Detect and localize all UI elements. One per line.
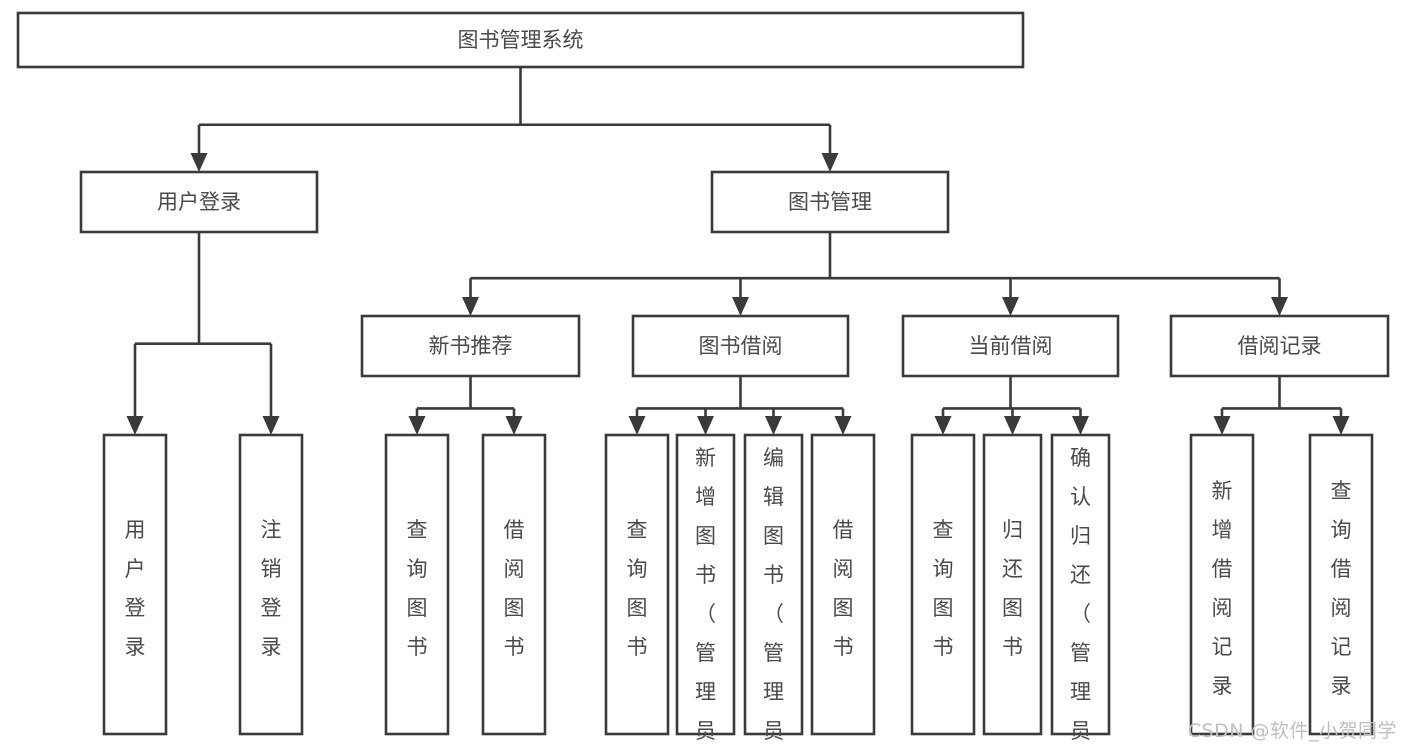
arrow-head-icon — [190, 153, 208, 172]
node-leaf-query-book-borrow[interactable]: 查询图书 — [604, 433, 670, 736]
nodes-layer: 图书管理系统用户登录图书管理新书推荐图书借阅当前借阅借阅记录用户登录注销登录查询… — [16, 11, 1390, 747]
node-leaf-return-book[interactable]: 归还图书 — [982, 433, 1043, 736]
node-leaf-logout[interactable]: 注销登录 — [238, 433, 304, 736]
node-label: 编辑图书（管理员） — [763, 446, 784, 747]
arrow-head-icon — [834, 416, 852, 435]
node-book-manage[interactable]: 图书管理 — [710, 170, 950, 234]
node-book-borrow[interactable]: 图书借阅 — [631, 314, 850, 378]
node-label: 用户登录 — [157, 190, 241, 214]
node-box — [384, 433, 450, 736]
arrow-head-icon — [1213, 416, 1231, 435]
node-leaf-add-borrow-record[interactable]: 新增借阅记录 — [1189, 433, 1255, 736]
node-box — [604, 433, 670, 736]
node-leaf-borrow-book-recommend[interactable]: 借阅图书 — [481, 433, 547, 736]
node-leaf-edit-book-admin[interactable]: 编辑图书（管理员） — [743, 433, 804, 747]
node-borrow-record[interactable]: 借阅记录 — [1169, 314, 1390, 378]
node-root[interactable]: 图书管理系统 — [16, 11, 1025, 69]
node-box — [102, 433, 168, 736]
node-leaf-query-book-recommend[interactable]: 查询图书 — [384, 433, 450, 736]
arrow-head-icon — [1072, 416, 1089, 435]
node-box — [79, 170, 319, 234]
node-box — [1308, 433, 1374, 736]
node-box — [238, 433, 304, 736]
node-label: 图书管理系统 — [458, 28, 584, 52]
watermark-text: CSDN @软件_小贺同学 — [1187, 720, 1397, 742]
node-label: 查询图书 — [933, 518, 954, 659]
node-box — [743, 433, 804, 736]
node-box — [901, 314, 1120, 378]
node-label: 归还图书 — [1002, 518, 1023, 659]
arrow-head-icon — [765, 416, 782, 435]
node-box — [1169, 314, 1390, 378]
arrow-head-icon — [821, 153, 839, 172]
node-label: 新增图书（管理员） — [695, 446, 716, 747]
node-box — [982, 433, 1043, 736]
node-user-login[interactable]: 用户登录 — [79, 170, 319, 234]
node-box — [810, 433, 876, 736]
node-label: 查询图书 — [407, 518, 428, 659]
node-box — [1050, 433, 1111, 736]
arrow-head-icon — [1004, 416, 1021, 435]
arrow-head-icon — [126, 416, 144, 435]
node-leaf-borrow-book[interactable]: 借阅图书 — [810, 433, 876, 736]
arrow-head-icon — [262, 416, 280, 435]
node-box — [910, 433, 976, 736]
node-leaf-query-book-current[interactable]: 查询图书 — [910, 433, 976, 736]
arrow-head-icon — [697, 416, 714, 435]
node-leaf-confirm-return-admin[interactable]: 确认归还（管理员） — [1050, 433, 1111, 747]
node-leaf-user-login[interactable]: 用户登录 — [102, 433, 168, 736]
node-leaf-query-borrow-record[interactable]: 查询借阅记录 — [1308, 433, 1374, 736]
node-box — [481, 433, 547, 736]
node-label: 图书借阅 — [699, 334, 783, 358]
node-label: 查询图书 — [627, 518, 648, 659]
arrow-head-icon — [408, 416, 426, 435]
arrow-head-icon — [628, 416, 646, 435]
node-box — [360, 314, 581, 378]
node-label: 借阅记录 — [1238, 334, 1322, 358]
arrow-head-icon — [462, 297, 479, 316]
node-new-book-recommend[interactable]: 新书推荐 — [360, 314, 581, 378]
node-leaf-add-book-admin[interactable]: 新增图书（管理员） — [675, 433, 736, 747]
node-label: 查询借阅记录 — [1331, 479, 1352, 698]
node-label: 新书推荐 — [429, 334, 513, 358]
arrow-head-icon — [1271, 297, 1288, 316]
node-label: 用户登录 — [125, 518, 146, 659]
arrow-head-icon — [1332, 416, 1350, 435]
node-label: 当前借阅 — [969, 334, 1053, 358]
node-label: 图书管理 — [788, 190, 872, 214]
node-label: 注销登录 — [261, 518, 282, 659]
node-box — [1189, 433, 1255, 736]
arrow-head-icon — [732, 297, 749, 316]
node-label: 借阅图书 — [833, 518, 854, 659]
connectors-layer — [126, 67, 1350, 435]
node-box — [16, 11, 1025, 69]
node-label: 确认归还（管理员） — [1070, 446, 1091, 747]
node-box — [675, 433, 736, 736]
node-label: 新增借阅记录 — [1212, 479, 1233, 698]
arrow-head-icon — [1002, 297, 1019, 316]
node-current-borrow[interactable]: 当前借阅 — [901, 314, 1120, 378]
node-box — [631, 314, 850, 378]
arrow-head-icon — [505, 416, 523, 435]
node-box — [710, 170, 950, 234]
arrow-head-icon — [934, 416, 952, 435]
node-label: 借阅图书 — [504, 518, 525, 659]
